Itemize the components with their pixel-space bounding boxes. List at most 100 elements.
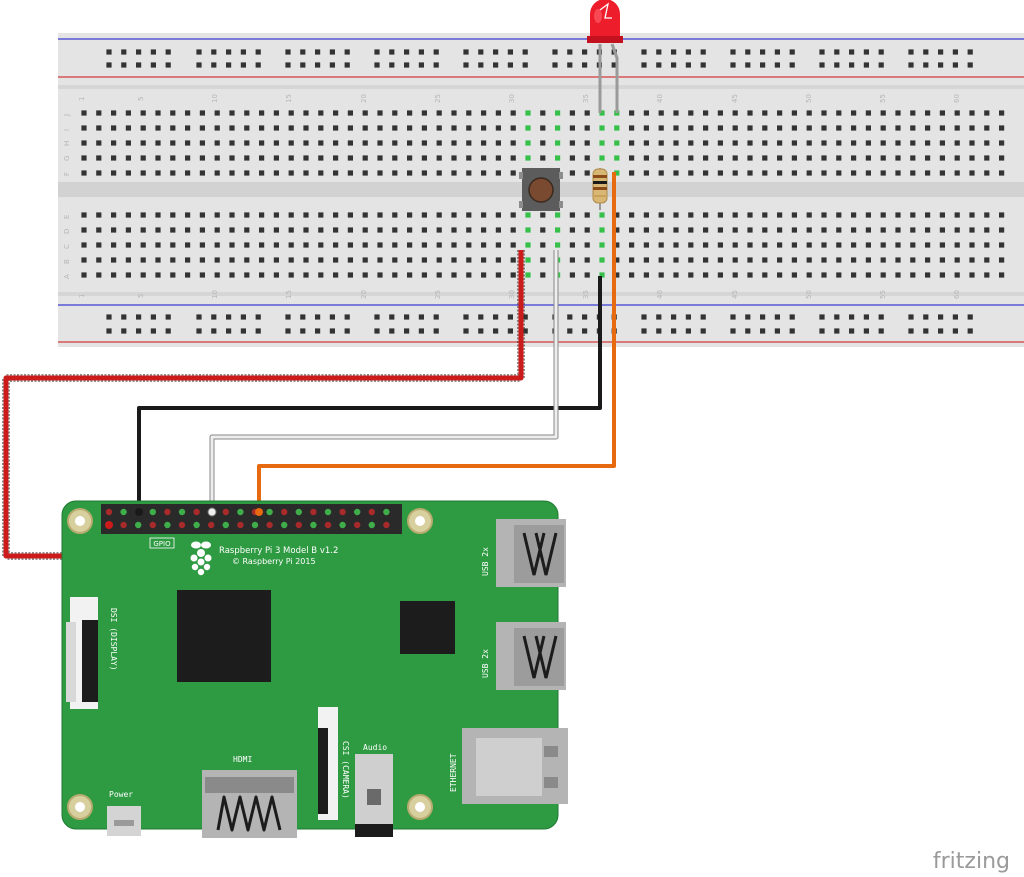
- breadboard-hole: [407, 155, 413, 161]
- breadboard-hole: [436, 110, 442, 116]
- breadboard-hole: [285, 49, 291, 55]
- col-num-35-bottom: 35: [582, 290, 590, 299]
- breadboard-hole: [199, 155, 205, 161]
- breadboard-hole: [244, 125, 250, 131]
- breadboard-hole: [806, 257, 812, 263]
- breadboard-hole: [418, 62, 424, 68]
- breadboard-hole: [923, 314, 929, 320]
- breadboard-hole: [540, 110, 546, 116]
- breadboard-hole: [540, 140, 546, 146]
- breadboard-hole: [952, 49, 958, 55]
- breadboard-hole: [984, 212, 990, 218]
- breadboard-hole: [821, 140, 827, 146]
- breadboard-hole: [140, 227, 146, 233]
- breadboard-hole-connected: [525, 125, 531, 131]
- breadboard-hole: [821, 257, 827, 263]
- breadboard-hole: [925, 170, 931, 176]
- breadboard-hole: [688, 227, 694, 233]
- breadboard-hole: [229, 212, 235, 218]
- audio-jack: [355, 754, 393, 837]
- breadboard-hole: [999, 125, 1005, 131]
- breadboard-hole: [584, 140, 590, 146]
- breadboard-hole: [315, 62, 321, 68]
- breadboard-hole: [791, 125, 797, 131]
- breadboard-hole: [481, 110, 487, 116]
- breadboard-hole: [522, 328, 528, 334]
- gpio-pin: [368, 508, 375, 516]
- breadboard-hole: [671, 314, 677, 320]
- breadboard-hole: [611, 62, 617, 68]
- breadboard-hole: [170, 257, 176, 263]
- gpio-pin: [324, 521, 332, 529]
- breadboard-hole: [836, 212, 842, 218]
- breadboard-hole: [969, 155, 975, 161]
- breadboard-hole: [732, 227, 738, 233]
- breadboard-hole: [791, 110, 797, 116]
- breadboard-hole: [199, 110, 205, 116]
- breadboard-hole: [658, 227, 664, 233]
- col-num-45-top: 45: [731, 94, 739, 103]
- breadboard-hole: [273, 170, 279, 176]
- breadboard-hole: [451, 212, 457, 218]
- breadboard-hole: [614, 242, 620, 248]
- breadboard-hole: [895, 110, 901, 116]
- breadboard-hole: [407, 257, 413, 263]
- breadboard-hole: [478, 328, 484, 334]
- breadboard-hole: [362, 242, 368, 248]
- breadboard-hole: [436, 170, 442, 176]
- breadboard-hole: [329, 314, 335, 320]
- breadboard-hole: [717, 125, 723, 131]
- breadboard-hole: [908, 49, 914, 55]
- white-wire[interactable]: [210, 250, 558, 510]
- breadboard-hole: [333, 227, 339, 233]
- breadboard-hole: [703, 170, 709, 176]
- push-button-cap[interactable]: [528, 177, 554, 203]
- breadboard-hole: [466, 212, 472, 218]
- breadboard-hole: [125, 257, 131, 263]
- breadboard-hole: [495, 212, 501, 218]
- black-wire[interactable]: [137, 276, 602, 510]
- breadboard-hole: [510, 242, 516, 248]
- breadboard-hole: [495, 155, 501, 161]
- breadboard-hole: [643, 125, 649, 131]
- breadboard-hole: [329, 49, 335, 55]
- breadboard-hole: [732, 170, 738, 176]
- breadboard-hole: [999, 155, 1005, 161]
- breadboard-hole: [81, 170, 87, 176]
- breadboard-hole: [229, 140, 235, 146]
- breadboard-hole: [952, 328, 958, 334]
- breadboard-hole: [925, 257, 931, 263]
- breadboard-hole: [407, 110, 413, 116]
- breadboard-hole: [569, 272, 575, 278]
- breadboard-hole: [880, 272, 886, 278]
- gpio-pin: [149, 508, 156, 516]
- gpio-pin: [339, 521, 346, 529]
- breadboard-hole: [732, 272, 738, 278]
- breadboard-hole: [303, 155, 309, 161]
- breadboard-hole: [925, 110, 931, 116]
- breadboard-hole: [300, 49, 306, 55]
- breadboard-hole: [717, 272, 723, 278]
- breadboard-hole-connected: [614, 170, 620, 176]
- breadboard-hole: [584, 242, 590, 248]
- breadboard-hole: [762, 125, 768, 131]
- push-button[interactable]: [519, 168, 563, 211]
- col-num-5-top: 5: [137, 97, 145, 101]
- breadboard-hole: [938, 314, 944, 320]
- breadboard-hole: [999, 227, 1005, 233]
- breadboard-hole: [641, 314, 647, 320]
- breadboard-hole: [377, 125, 383, 131]
- breadboard-hole: [777, 272, 783, 278]
- breadboard-hole: [938, 62, 944, 68]
- breadboard-hole: [377, 272, 383, 278]
- breadboard-hole: [510, 272, 516, 278]
- breadboard-hole: [229, 227, 235, 233]
- breadboard-hole: [834, 328, 840, 334]
- orange-wire[interactable]: [257, 172, 616, 510]
- breadboard-hole: [436, 125, 442, 131]
- col-num-55-bottom: 55: [879, 290, 887, 299]
- breadboard-hole-connected: [599, 212, 605, 218]
- breadboard-hole: [658, 155, 664, 161]
- breadboard-hole: [582, 328, 588, 334]
- breadboard-hole: [347, 212, 353, 218]
